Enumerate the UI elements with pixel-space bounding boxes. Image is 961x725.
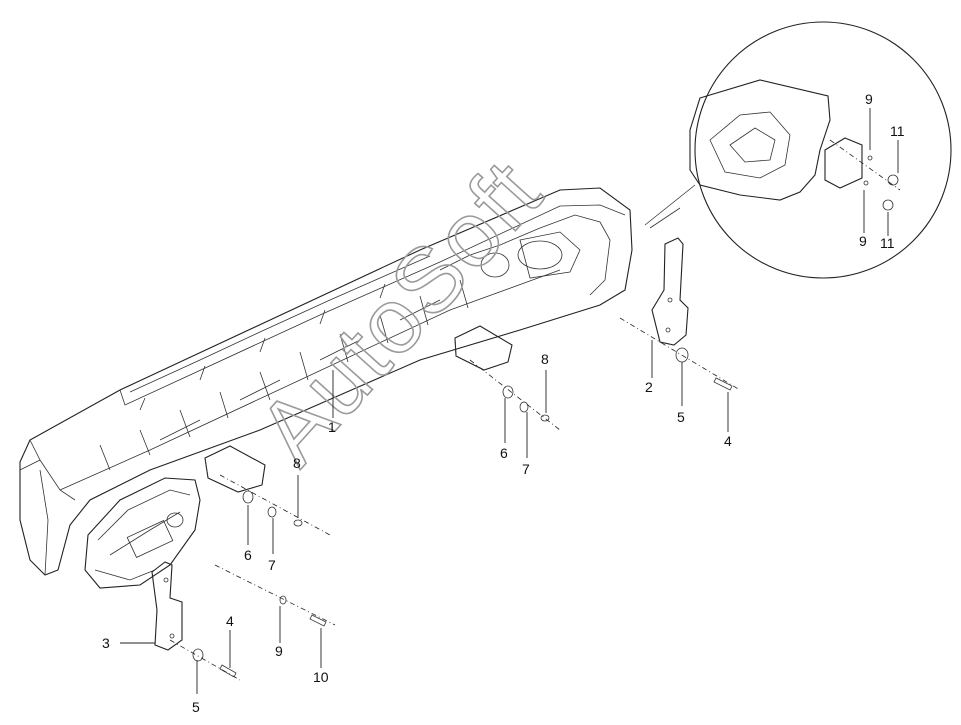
callout-5-right: 5 [677,409,685,425]
callout-2: 2 [645,379,653,395]
callout-9-lower: 9 [275,643,283,659]
fastener-stack-bracket-right [619,317,741,391]
bolt-4-right [713,377,733,391]
callout-8-left: 8 [293,455,301,471]
callout-11-inset-top: 11 [890,123,905,139]
callout-7-left: 7 [268,557,276,573]
callout-6-left: 6 [244,547,252,563]
callout-9-inset-top: 9 [865,91,873,107]
callout-4-left: 4 [226,613,234,629]
washer-7-left [267,506,277,518]
bracket-left [151,561,183,651]
callout-4-right: 4 [724,433,732,449]
fastener-stack-left [219,474,331,536]
stud-8-left [293,519,303,527]
nut-6-left [242,490,254,504]
washer-5-left [192,648,204,662]
fastener-stack-lower [214,564,336,627]
mounting-plate-center [454,325,513,371]
fastener-stack-bracket-left [169,639,241,681]
callout-6-center: 6 [500,445,508,461]
nut-6-center [502,385,514,399]
washer-9-lower [279,595,287,605]
callout-3: 3 [102,635,110,651]
leader-lines [120,108,899,694]
mounting-plate-left [204,445,266,493]
washer-7-center [519,401,529,413]
callout-8-center: 8 [541,351,549,367]
bumper-assembly [19,187,633,576]
callout-11-inset-bottom: 11 [880,235,895,251]
callout-9-inset-bottom: 9 [859,233,867,249]
fastener-stack-center [469,359,561,431]
callout-5-left: 5 [192,699,200,715]
callout-7-center: 7 [522,461,530,477]
detail-inset [644,21,952,279]
callout-labels: 1 2 3 4 4 5 5 6 6 7 7 8 8 9 9 9 10 11 11 [102,91,905,715]
bracket-right [651,237,689,346]
bolt-10 [309,614,327,627]
stud-8-center [540,414,550,422]
lamp-housing [84,477,201,589]
bolt-4-left [219,664,237,678]
callout-1: 1 [328,419,336,435]
callout-10: 10 [313,669,329,685]
